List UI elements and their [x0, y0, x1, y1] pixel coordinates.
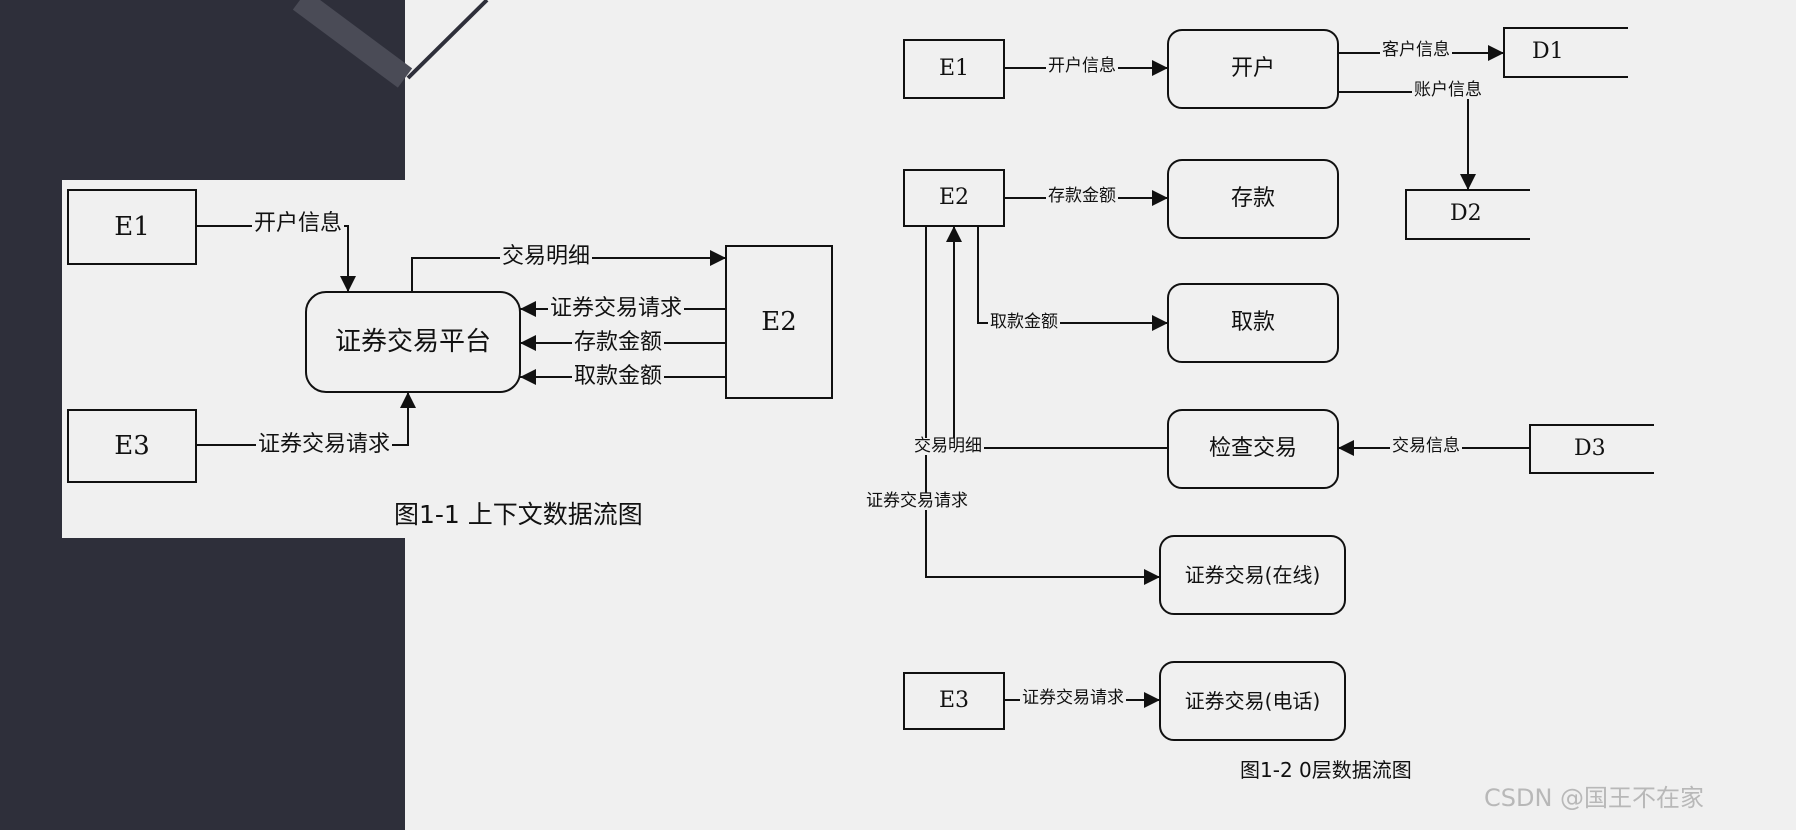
d2-store-d1-label: D1	[1532, 39, 1564, 64]
d1-flow-detail-label: 交易明细	[500, 244, 593, 269]
d1-flow-deposit-label: 存款金额	[572, 330, 665, 355]
d1-entity-e1-label: E1	[114, 212, 150, 242]
d1-entity-e2-box	[725, 245, 833, 399]
d2-flow-withdraw-arrow	[977, 226, 1168, 331]
d2-store-d1-shape	[1503, 27, 1628, 78]
d1-flow-e3-label: 证券交易请求	[256, 432, 393, 457]
d2-process-deposit-label: 存款	[1230, 186, 1275, 211]
d2-flow-trade-detail-arrow	[946, 226, 1168, 449]
decorative-line	[406, 0, 489, 80]
d2-flow-customer-info-label: 客户信息	[1380, 40, 1452, 60]
d2-store-d2-label: D2	[1450, 201, 1482, 226]
d2-flow-trade-info-label: 交易信息	[1390, 436, 1462, 456]
d2-entity-e2-label: E2	[938, 185, 970, 210]
d2-process-withdraw-label: 取款	[1230, 310, 1275, 335]
d2-process-online-box	[1159, 535, 1346, 615]
d1-flow-e1-arrow	[196, 225, 356, 292]
d2-process-check-label: 检查交易	[1208, 436, 1297, 461]
d2-flow-deposit-label: 存款金额	[1046, 186, 1118, 206]
d2-entity-e3-label: E3	[938, 688, 970, 713]
d1-flow-withdraw-label: 取款金额	[572, 364, 665, 389]
d1-caption: 图1-1 上下文数据流图	[394, 500, 643, 529]
context-diagram-card	[62, 180, 682, 538]
d2-flow-account-info-arrow	[1338, 91, 1476, 190]
d2-entity-e1-label: E1	[938, 56, 970, 81]
d1-entity-e3-label: E3	[114, 431, 150, 461]
d2-process-online-label: 证券交易(在线)	[1184, 563, 1321, 587]
d2-flow-withdraw-label: 取款金额	[988, 312, 1060, 332]
d1-flow-request-label: 证券交易请求	[548, 296, 685, 321]
d2-flow-open-info-label: 开户信息	[1046, 56, 1118, 76]
d1-entity-e2-label: E2	[761, 307, 797, 337]
d2-flow-trade-detail-label: 交易明细	[912, 436, 984, 456]
d2-caption: 图1-2 0层数据流图	[1240, 758, 1412, 782]
d2-flow-trade-request-label: 证券交易请求	[864, 491, 970, 511]
d1-process-label: 证券交易平台	[334, 327, 491, 357]
csdn-watermark: CSDN @国王不在家	[1484, 784, 1705, 812]
d1-flow-detail-arrow	[411, 250, 726, 292]
d1-flow-e1-label: 开户信息	[252, 211, 345, 236]
d2-flow-account-info-label: 账户信息	[1412, 80, 1484, 100]
d2-flow-trade-request-arrow	[925, 226, 1160, 585]
decorative-stroke	[292, 0, 413, 88]
d2-process-phone-label: 证券交易(电话)	[1184, 689, 1321, 713]
d2-process-open-label: 开户	[1230, 56, 1275, 81]
d2-flow-phone-request-label: 证券交易请求	[1020, 688, 1126, 708]
d2-store-d3-label: D3	[1574, 436, 1606, 461]
